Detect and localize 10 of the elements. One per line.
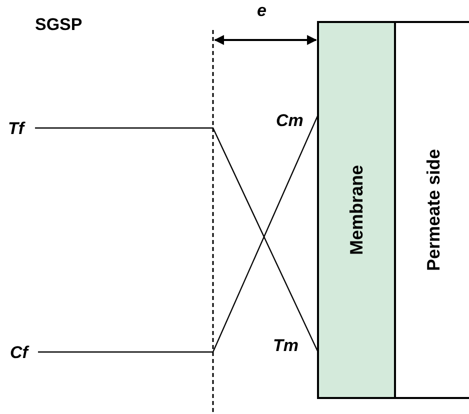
variable-label: Tf [8, 120, 24, 137]
variable-label: Cf [10, 344, 28, 361]
membrane-layer [317, 21, 396, 399]
variable-label: Cm [276, 112, 304, 129]
dimension-label: e [257, 2, 266, 19]
figure-label: SGSP [35, 16, 82, 33]
variable-label: Tm [273, 337, 298, 354]
permeate-region [394, 21, 469, 399]
region-label: Membrane [346, 164, 367, 256]
region-label: Permeate side [424, 148, 444, 272]
